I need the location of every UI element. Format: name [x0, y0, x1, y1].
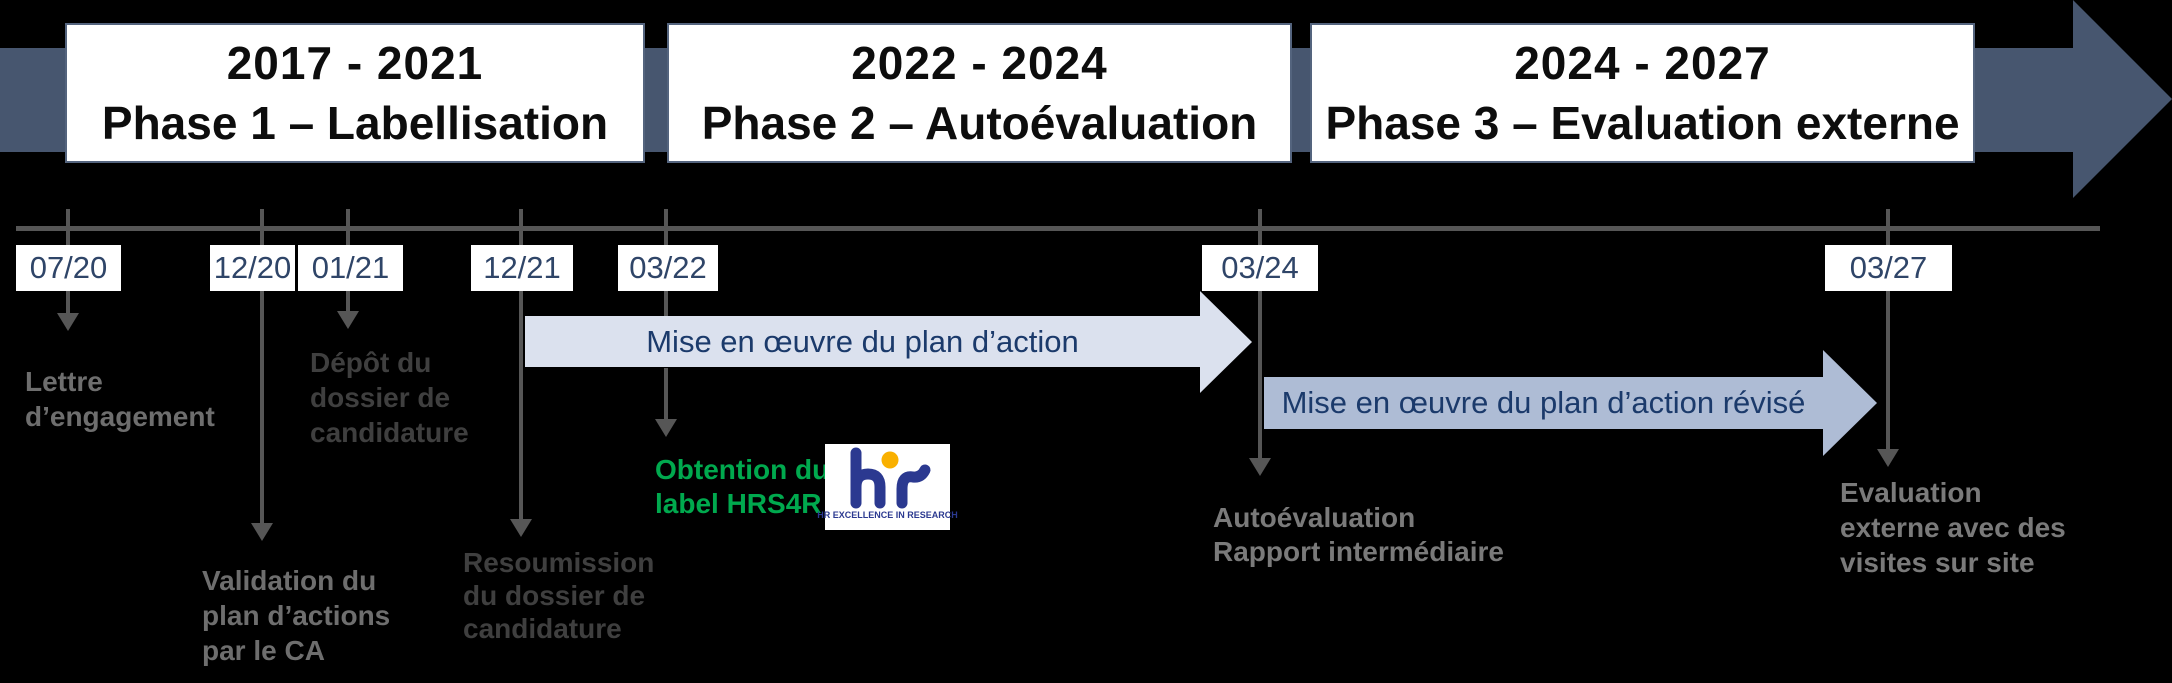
- arrow-down-icon: [510, 519, 532, 537]
- arrow-down-icon: [655, 419, 677, 437]
- event-evaluation-externe: Evaluation externe avec des visites sur …: [1840, 475, 2066, 580]
- event-line: Rapport intermédiaire: [1213, 536, 1504, 567]
- tick-03-24: [1258, 209, 1262, 459]
- event-line: externe avec des: [1840, 512, 2066, 543]
- event-line: visites sur site: [1840, 547, 2035, 578]
- event-line: Validation du: [202, 565, 377, 596]
- event-line: du dossier de: [463, 580, 646, 611]
- event-line: candidature: [310, 417, 469, 448]
- event-autoevaluation: Autoévaluation Rapport intermédiaire: [1213, 501, 1504, 569]
- tick-03-22-lower: [664, 368, 668, 420]
- phase-box-2: 2022 - 2024 Phase 2 – Autoévaluation: [667, 23, 1292, 163]
- date-label: 03/22: [629, 250, 707, 285]
- date-label: 03/27: [1849, 250, 1928, 285]
- event-lettre-engagement: Lettre d’engagement: [25, 364, 215, 434]
- date-box-03-27: 03/27: [1825, 245, 1952, 291]
- date-box-03-24: 03/24: [1202, 245, 1318, 291]
- date-box-12-20: 12/20: [210, 245, 295, 291]
- event-line: Evaluation: [1840, 477, 1982, 508]
- date-box-12-21: 12/21: [471, 245, 573, 291]
- phase-arrow-head-icon: [2073, 0, 2172, 198]
- tick-12-21: [519, 209, 523, 520]
- date-label: 03/24: [1221, 250, 1299, 285]
- hr-logo-caption: HR EXCELLENCE IN RESEARCH: [817, 510, 958, 520]
- event-line: d’engagement: [25, 401, 215, 432]
- plan-action-arrow: Mise en œuvre du plan d’action: [525, 291, 1252, 393]
- phase-1-title: Phase 1 – Labellisation: [101, 97, 609, 149]
- phase-2-title: Phase 2 – Autoévaluation: [701, 97, 1258, 149]
- arrow-down-icon: [337, 311, 359, 329]
- event-line: par le CA: [202, 635, 325, 666]
- event-resoumission-dossier: Resoumission du dossier de candidature: [463, 546, 654, 645]
- date-box-03-22: 03/22: [618, 245, 718, 291]
- arrow-down-icon: [251, 523, 273, 541]
- hr-logo-icon: [850, 447, 930, 509]
- arrow-down-icon: [1249, 458, 1271, 476]
- event-line: candidature: [463, 613, 622, 644]
- phase-2-years: 2022 - 2024: [851, 37, 1108, 89]
- hrs4r-logo: HR EXCELLENCE IN RESEARCH: [817, 444, 958, 530]
- tick-03-27: [1886, 209, 1890, 450]
- phase-3-years: 2024 - 2027: [1514, 37, 1771, 89]
- date-box-07-20: 07/20: [16, 245, 121, 291]
- date-label: 12/20: [213, 250, 292, 285]
- date-box-01-21: 01/21: [298, 245, 403, 291]
- plan-action-revised-arrow-head-icon: [1823, 350, 1877, 456]
- phase-3-title: Phase 3 – Evaluation externe: [1325, 97, 1960, 149]
- plan-action-label: Mise en œuvre du plan d’action: [646, 324, 1079, 359]
- plan-action-arrow-body: [525, 316, 1200, 367]
- event-line: dossier de: [310, 382, 451, 413]
- date-label: 12/21: [483, 250, 561, 285]
- event-line: label HRS4R: [655, 488, 822, 519]
- phase-box-1: 2017 - 2021 Phase 1 – Labellisation: [65, 23, 645, 163]
- date-label: 01/21: [311, 250, 390, 285]
- event-line: Autoévaluation: [1213, 502, 1416, 533]
- event-line: Dépôt du: [310, 347, 432, 378]
- event-obtention-label: Obtention du label HRS4R: [655, 453, 829, 521]
- plan-action-revised-label: Mise en œuvre du plan d’action révisé: [1281, 385, 1806, 420]
- plan-action-revised-arrow-body: [1264, 377, 1823, 429]
- arrow-down-icon: [1877, 449, 1899, 467]
- phase-box-3: 2024 - 2027 Phase 3 – Evaluation externe: [1310, 23, 1975, 163]
- event-depot-dossier: Dépôt du dossier de candidature: [310, 345, 469, 450]
- arrow-down-icon: [57, 313, 79, 331]
- event-line: Lettre: [25, 366, 103, 397]
- phase-1-years: 2017 - 2021: [226, 37, 484, 89]
- date-label: 07/20: [29, 250, 108, 285]
- plan-action-arrow-head-icon: [1200, 291, 1252, 393]
- event-line: Obtention du: [655, 454, 830, 485]
- event-validation-plan: Validation du plan d’actions par le CA: [202, 563, 390, 668]
- timeline-axis: [16, 226, 2100, 231]
- event-line: plan d’actions: [202, 600, 391, 631]
- tick-12-20: [260, 209, 264, 524]
- event-line: Resoumission: [463, 547, 655, 578]
- plan-action-revised-arrow: Mise en œuvre du plan d’action révisé: [1264, 350, 1877, 456]
